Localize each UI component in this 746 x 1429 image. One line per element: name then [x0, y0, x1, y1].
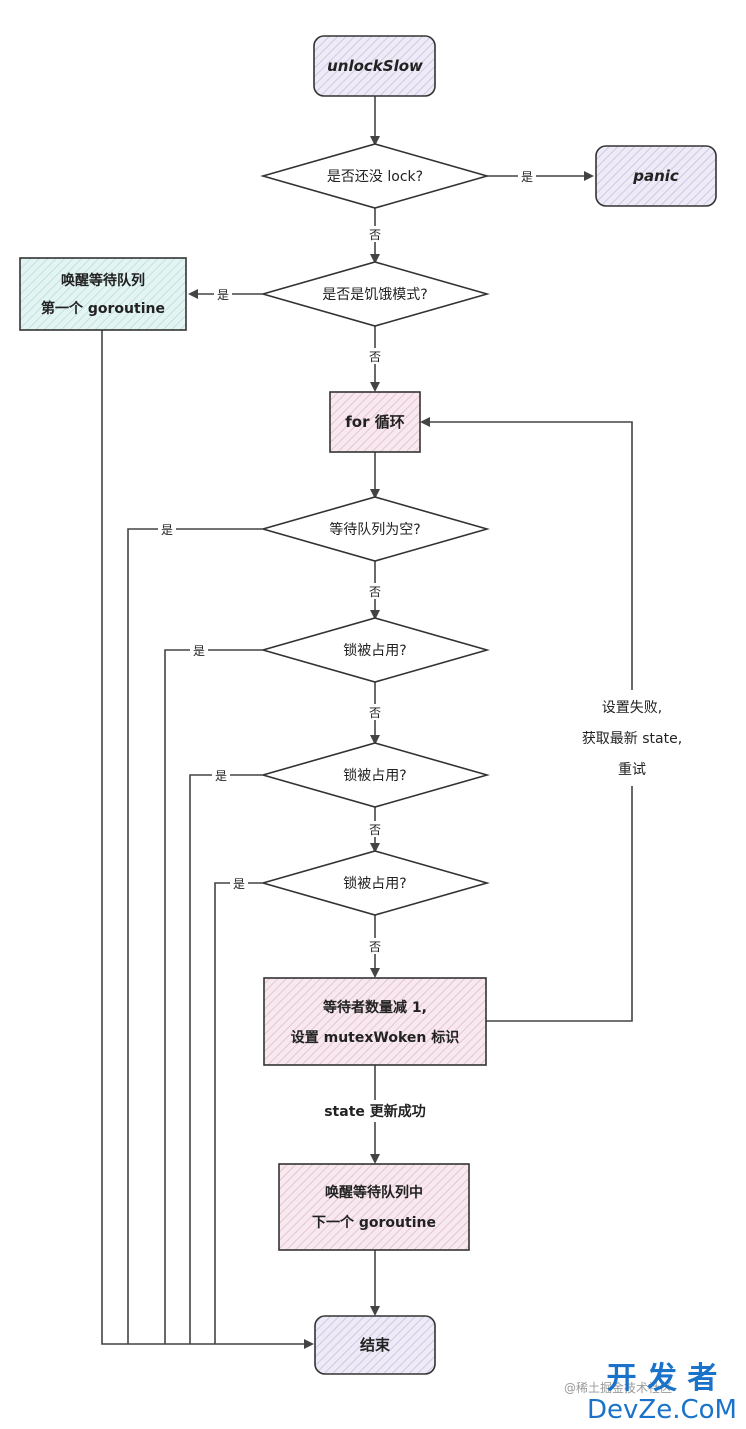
- label-yes-starving: 是: [217, 288, 229, 302]
- label-yes-panic: 是: [521, 170, 533, 184]
- watermark: @稀土掘金技术社区 开 发 者 DevZe.CoM: [564, 1361, 737, 1425]
- label-no-queue-empty: 否: [369, 585, 381, 599]
- watermark-brand-en: DevZe.CoM: [587, 1395, 737, 1425]
- decision-locked: 是否还没 lock?: [260, 143, 490, 209]
- label-no-lock1: 否: [369, 706, 381, 720]
- watermark-brand-cn: 开 发 者: [607, 1361, 718, 1396]
- decrement-waiters-line1: 等待者数量减 1,: [323, 999, 427, 1016]
- decision-queue-empty: 等待队列为空?: [260, 496, 490, 562]
- label-yes-lock2: 是: [215, 769, 227, 783]
- label-retry-line2: 获取最新 state,: [582, 731, 682, 747]
- edge-lock1-yes: [164, 649, 262, 1344]
- decision-lock-used-1: 锁被占用?: [260, 617, 490, 683]
- wake-next-node: 唤醒等待队列中 下一个 goroutine: [278, 1163, 470, 1251]
- edge-queue-empty-yes: [127, 528, 262, 1344]
- watermark-community: @稀土掘金技术社区: [564, 1380, 672, 1395]
- panic-node: panic: [595, 145, 717, 207]
- edge-lock3-yes: [214, 882, 262, 1344]
- for-loop-node: for 循环: [329, 391, 421, 453]
- decision-starving-label: 是否是饥饿模式?: [322, 287, 427, 303]
- start-label: unlockSlow: [327, 57, 423, 75]
- label-yes-queue-empty: 是: [161, 523, 173, 537]
- decision-lock-used-2: 锁被占用?: [260, 742, 490, 808]
- decision-lock-used-3: 锁被占用?: [260, 850, 490, 916]
- for-loop-label: for 循环: [345, 413, 404, 431]
- label-no-locked: 否: [369, 228, 381, 242]
- decrement-waiters-node: 等待者数量减 1, 设置 mutexWoken 标识: [263, 977, 487, 1066]
- decision-locked-label: 是否还没 lock?: [327, 169, 423, 185]
- label-retry-line3: 重试: [618, 762, 646, 778]
- wake-first-node: 唤醒等待队列 第一个 goroutine: [19, 257, 187, 331]
- label-yes-lock1: 是: [193, 644, 205, 658]
- decision-starving: 是否是饥饿模式?: [260, 261, 490, 327]
- label-no-lock3: 否: [369, 940, 381, 954]
- edge-lock2-yes: [189, 774, 262, 1344]
- label-state-updated: state 更新成功: [324, 1103, 426, 1120]
- decision-queue-empty-label: 等待队列为空?: [329, 521, 420, 538]
- label-no-starving: 否: [369, 350, 381, 364]
- label-retry-line1: 设置失败,: [602, 700, 662, 716]
- wake-next-line1: 唤醒等待队列中: [325, 1184, 423, 1201]
- end-label: 结束: [360, 1336, 391, 1354]
- edge-wake-first-to-end: [101, 330, 314, 1349]
- wake-first-label-line1: 唤醒等待队列: [61, 272, 145, 289]
- start-node: unlockSlow: [313, 35, 436, 97]
- decision-lock-used-1-label: 锁被占用?: [343, 643, 406, 659]
- panic-label: panic: [632, 167, 679, 185]
- end-node: 结束: [314, 1315, 436, 1375]
- label-yes-lock3: 是: [233, 877, 245, 891]
- decision-lock-used-2-label: 锁被占用?: [343, 768, 406, 784]
- decision-lock-used-3-label: 锁被占用?: [343, 876, 406, 892]
- wake-first-label-line2: 第一个 goroutine: [41, 300, 165, 317]
- decrement-waiters-line2: 设置 mutexWoken 标识: [291, 1029, 459, 1046]
- wake-next-line2: 下一个 goroutine: [312, 1214, 436, 1231]
- label-no-lock2: 否: [369, 823, 381, 837]
- edge-labels: 是 否 是 否 是 否 是 否 是 否 是 否 state 更新成功 设置失败,…: [158, 168, 700, 1122]
